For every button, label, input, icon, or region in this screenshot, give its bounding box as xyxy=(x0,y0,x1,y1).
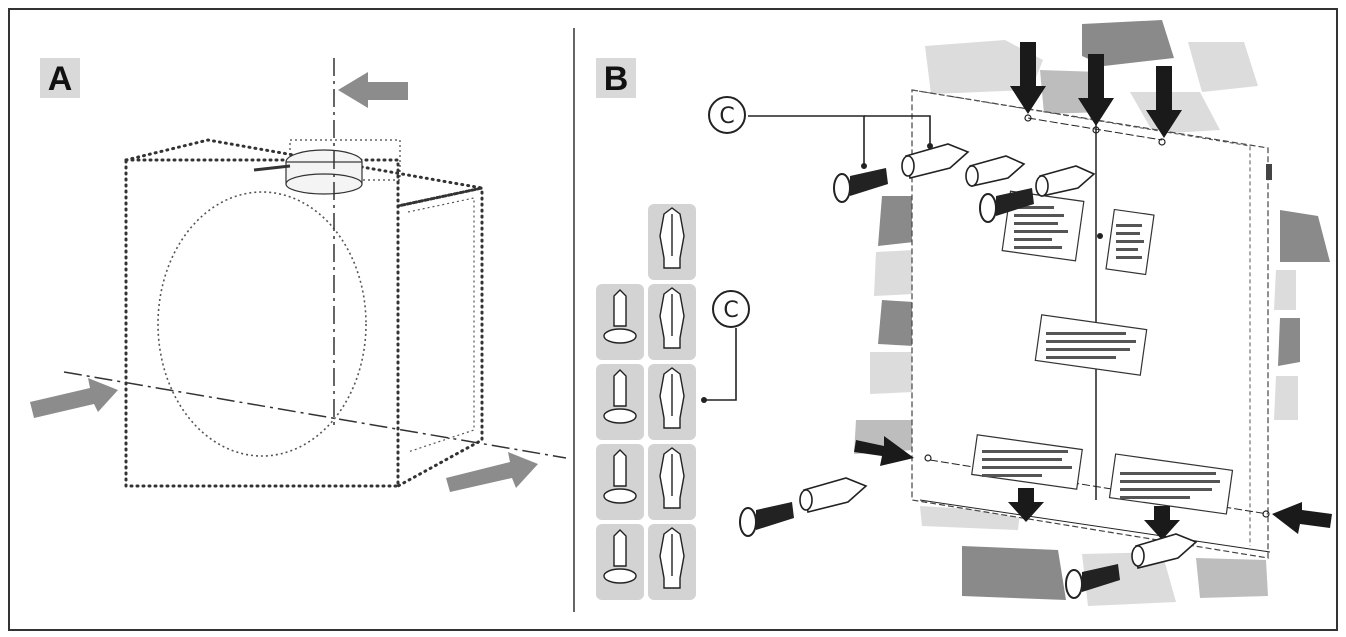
wall-plug-icon xyxy=(659,447,685,509)
down-arrow-icon xyxy=(1146,66,1182,138)
wall-plug-icon xyxy=(965,155,1026,187)
screw-icon xyxy=(603,369,637,424)
screw-icon xyxy=(1065,564,1120,599)
right-arrow-icon xyxy=(30,378,118,418)
right-arrow-icon xyxy=(854,436,914,466)
wall-plug-icon xyxy=(1131,533,1198,570)
screw-icon xyxy=(603,529,637,584)
wall-plug-icon xyxy=(659,207,685,269)
panel-b-arrows xyxy=(854,42,1332,540)
down-arrow-icon xyxy=(1078,54,1114,126)
wall-plug-icon xyxy=(659,287,685,349)
panel-label-b: B xyxy=(596,58,636,98)
left-arrow-icon xyxy=(1272,502,1332,534)
right-arrow-icon xyxy=(446,452,538,492)
callout-c-side: C xyxy=(712,290,750,328)
callout-c-top: C xyxy=(708,96,746,134)
wall-plug-icon xyxy=(659,367,685,429)
wall-plug-icon xyxy=(901,143,970,179)
wall-plug-icon xyxy=(1035,165,1096,197)
panel-label-a: A xyxy=(40,58,80,98)
panel-a-hood-drawing xyxy=(30,58,567,492)
left-arrow-icon xyxy=(338,72,408,108)
screw-icon xyxy=(603,449,637,504)
wall-plug-icon xyxy=(659,527,685,589)
screw-icon xyxy=(833,168,888,203)
screw-icon xyxy=(603,289,637,344)
screw-icon xyxy=(739,502,794,537)
parts-grid xyxy=(596,204,696,600)
wall-plug-icon xyxy=(799,477,868,513)
down-arrow-icon xyxy=(1010,42,1046,114)
panel-b-fixings xyxy=(701,115,1198,599)
down-arrow-icon xyxy=(1144,506,1180,540)
down-arrow-icon xyxy=(1008,488,1044,522)
screw-icon xyxy=(979,188,1034,223)
